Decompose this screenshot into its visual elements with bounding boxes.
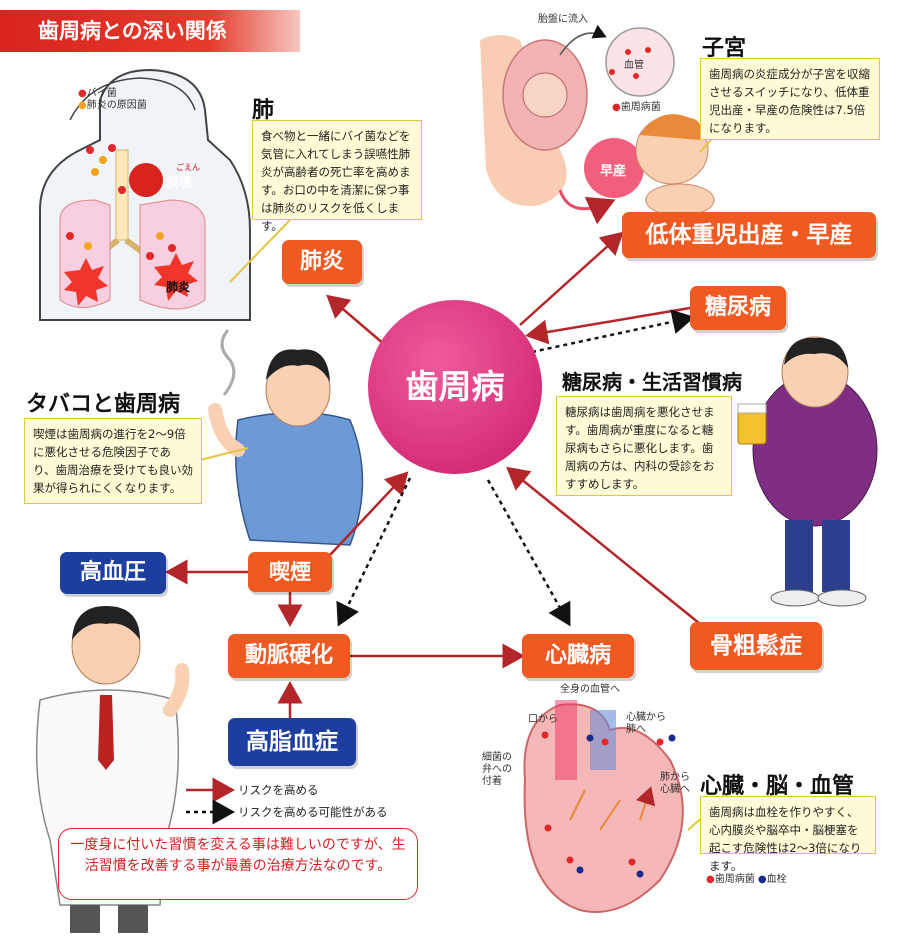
tag-smoking: 喫煙 xyxy=(248,552,332,592)
tag-arteriosclerosis: 動脈硬化 xyxy=(228,634,350,678)
periodontal-disease-center: 歯周病 xyxy=(368,300,542,474)
tobacco-title: タバコと歯周病 xyxy=(26,392,181,417)
heart-label-from-mouth: 口から xyxy=(528,714,558,725)
lung-note: 食べ物と一緒にバイ菌などを気管に入れてしまう誤嚥性肺炎が高齢者の死亡率を高めます… xyxy=(252,120,422,233)
uterus-title: 子宮 xyxy=(702,36,747,61)
heart-legend-clot: 血栓 xyxy=(766,874,787,885)
tag-diabetes: 糖尿病 xyxy=(690,286,786,330)
diabetes-note: 糖尿病は歯周病を悪化させます。歯周病が重度になると糖尿病もさらに悪化します。歯周… xyxy=(556,396,732,496)
tag-low-birth-weight: 低体重児出産・早産 xyxy=(622,212,876,258)
smoking-man-illustration xyxy=(199,329,364,546)
heart-label-valve: 細菌の弁への付着 xyxy=(482,752,512,787)
legend-bacteria: バイ菌 xyxy=(86,88,117,99)
lung-title: 肺 xyxy=(252,98,275,123)
lung-illustration xyxy=(39,68,291,321)
heart-label-lung-to-heart: 肺から心臓へ xyxy=(660,772,690,795)
aspiration-label: 誤嚥 xyxy=(166,176,193,191)
tobacco-note: 喫煙は歯周病の進行を2〜9倍に悪化させる危険因子であり、歯周治療を受けても良い効… xyxy=(24,418,202,504)
tag-heart-disease: 心臓病 xyxy=(522,634,634,678)
uterus-illustration xyxy=(480,24,723,225)
tag-osteoporosis: 骨粗鬆症 xyxy=(690,622,822,670)
page-title: 歯周病との深い関係 xyxy=(0,10,300,52)
vessel-label: 血管 xyxy=(624,60,644,71)
tag-hypertension: 高血圧 xyxy=(60,552,166,594)
legend-pneumonia-bacteria: 肺炎の原因菌 xyxy=(86,100,147,111)
legend-dotted: リスクを高める可能性がある xyxy=(238,805,388,819)
tag-hyperlipidemia: 高脂血症 xyxy=(228,718,356,766)
uterus-note: 歯周病の炎症成分が子宮を収縮させるスイッチになり、低体重児出産・早産の危険性は7… xyxy=(700,58,880,140)
aspiration-ruby: ごえん xyxy=(176,163,200,172)
preterm-label: 早産 xyxy=(600,164,627,179)
uterus-bacteria-legend: ●歯周病菌 xyxy=(612,102,661,113)
legend-solid: リスクを高める xyxy=(238,783,319,797)
heart-illustration xyxy=(523,700,706,913)
heart-legend: ●歯周病菌 ●血栓 xyxy=(706,874,787,885)
heart-label-all-body: 全身の血管へ xyxy=(560,684,620,695)
pneumonia-label: 肺炎 xyxy=(166,280,191,294)
diabetes-title: 糖尿病・生活習慣病 xyxy=(562,370,742,394)
diabetes-man-illustration xyxy=(737,336,878,607)
placenta-label: 胎盤に流入 xyxy=(538,14,588,25)
heart-label-heart-to-lung: 心臓から肺へ xyxy=(626,712,666,735)
lung-legend: ●バイ菌 ●肺炎の原因菌 xyxy=(78,88,147,111)
tag-pneumonia: 肺炎 xyxy=(282,240,362,284)
heart-note: 歯周病は血栓を作りやすく、心内膜炎や脳卒中・脳梗塞を起こす危険性は2〜3倍になり… xyxy=(700,796,876,873)
heart-legend-bacteria: 歯周病菌 xyxy=(714,874,755,885)
heart-title: 心臓・脳・血管 xyxy=(700,774,855,799)
message-box: 一度身に付いた習慣を変える事は難しいのですが、生活習慣を改善する事が最善の治療方… xyxy=(58,828,418,900)
